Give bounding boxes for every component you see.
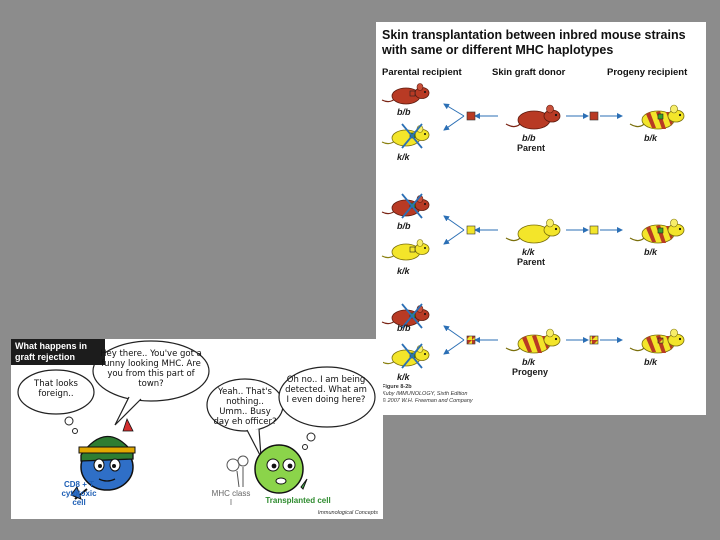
arrow-group-row3 [443,325,623,355]
cartoon-title: What happens in graft rejection [11,339,105,365]
genotype-label: k/k [397,372,410,382]
genotype-label: b/b [522,133,536,143]
genotype-label: b/k [644,247,658,257]
mouse-icon [629,104,685,130]
mouse-icon [505,328,561,354]
genotype-label: b/k [522,357,536,367]
figure-number: Figure 8-2b [382,384,412,390]
thought-bubble [278,366,376,428]
mhc-label: MHC class I [211,489,251,507]
mouse-icon [381,303,430,329]
mouse-icon [381,123,430,149]
arrow-group-row2 [443,215,623,245]
mouse-icon [381,83,430,105]
bubble-graft-reply: Yeah.. That's nothing.. Umm.. Busy day e… [213,387,277,427]
thought-bubble [17,369,95,415]
graft-square [589,225,599,235]
graft-square [466,225,476,235]
speech-bubble [92,340,210,402]
figure-title: Skin transplantation between inbred mous… [382,28,686,57]
header-skin-graft-donor: Skin graft donor [492,67,566,78]
graft-square [589,111,599,121]
graft-square [466,335,476,345]
donor-type-label: Parent [517,143,546,153]
mouse-icon [381,193,430,219]
mouse-icon [629,328,685,354]
mhc-sketch [226,455,249,488]
mouse-icon [381,343,430,369]
genotype-label: k/k [397,152,410,162]
genotype-label: b/k [644,133,658,143]
transplanted-cell-character [254,444,308,494]
tcell-label: CD8 + T cytotoxic cell [61,480,97,507]
genotype-label: b/b [397,221,411,231]
figure-copyright: © 2007 W.H. Freeman and Company [382,398,473,404]
graft-label: Transplanted cell [265,496,331,505]
donor-type-label: Progeny [512,367,549,377]
genotype-label: k/k [522,247,535,257]
genotype-label: b/b [397,323,411,333]
bubble-tcell-thought: That looks foreign.. [34,379,78,399]
mouse-icon [505,218,561,244]
header-parental-recipient: Parental recipient [382,67,462,78]
donor-type-label: Parent [517,257,546,267]
transplant-arrows [443,103,623,355]
mouse-icon [505,104,561,130]
mouse-icon [381,239,430,261]
genotype-label: b/k [644,357,658,367]
genotype-label: b/b [397,107,411,117]
mouse-icon [629,218,685,244]
cartoon-credit: Immunological Concepts [317,510,378,516]
bubble-graft-thought: Oh no.. I am being detected. What am I e… [285,375,367,405]
figure-caption: Figure 8-2b Kuby IMMUNOLOGY, Sixth Editi… [382,384,473,405]
graft-square [589,335,599,345]
graft-square [466,111,476,121]
header-progeny-recipient: Progeny recipient [607,67,688,78]
genotype-label: k/k [397,266,410,276]
figure-source: Kuby IMMUNOLOGY, Sixth Edition [382,391,468,397]
figure-panel: Skin transplantation between inbred mous… [376,22,706,415]
cartoon-drawing [17,340,376,500]
bubble-tcell-speech: Hey there.. You've got a funny looking M… [100,349,202,389]
arrow-group-row1 [443,103,623,131]
t-cell-character [70,417,136,500]
cartoon-panel: What happens in graft rejection That loo… [11,339,383,519]
